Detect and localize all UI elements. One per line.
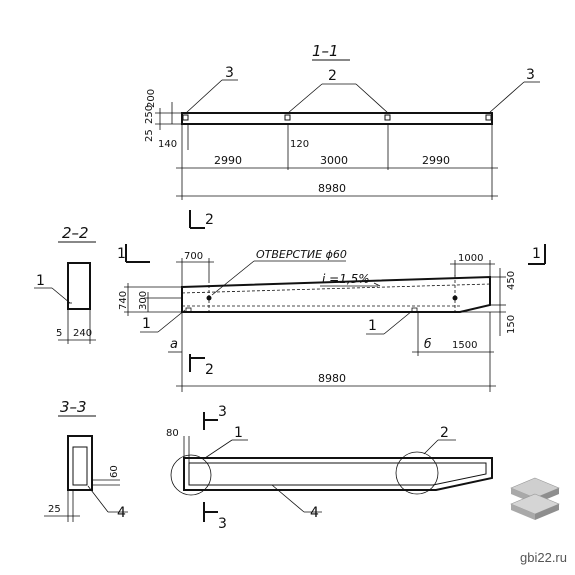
plan-view: 3 3 80 1 2 4 — [166, 404, 493, 532]
leader-4-plan — [271, 484, 305, 513]
dim-140: 140 — [158, 139, 177, 150]
leader-1-left — [157, 309, 186, 333]
section-3-3-outer — [67, 435, 93, 491]
section-2-2-profile — [67, 262, 91, 310]
dim-60: 60 — [109, 465, 120, 478]
dim-740: 740 — [118, 291, 129, 310]
dim-8980-top: 8980 — [318, 182, 346, 195]
callout-2: 2 — [328, 68, 337, 84]
section-3-3: 3–3 60 25 4 — [44, 398, 128, 522]
cut-3-top: 3 — [218, 404, 227, 420]
detail-circle-1 — [170, 454, 212, 496]
dim-240: 240 — [73, 328, 92, 339]
hole-label: ОТВЕРСТИЕ ϕ60 — [256, 248, 347, 261]
section-1-1-title: 1–1 — [312, 42, 339, 60]
cut-2-bottom: 2 — [205, 362, 214, 378]
callout-3-right: 3 — [526, 67, 535, 83]
dim-2990-left: 2990 — [214, 154, 242, 167]
dim-5: 5 — [56, 328, 62, 339]
dim-300: 300 — [138, 291, 149, 310]
section-3-3-title: 3–3 — [60, 398, 87, 416]
section-2-2: 2–2 1 5 240 — [34, 224, 96, 344]
callout-4-plan: 4 — [310, 505, 319, 521]
dim-450: 450 — [506, 271, 517, 290]
leader-2-plan — [423, 439, 439, 455]
callout-1-right: 1 — [368, 318, 377, 334]
leader-3-right — [488, 81, 525, 114]
callout-1-sec22: 1 — [36, 273, 45, 289]
main-elevation: 1 1 2 2 ОТВЕРСТИЕ ϕ60 i =1,5% — [117, 210, 546, 392]
dim-1000: 1000 — [458, 253, 483, 264]
cut-1-right: 1 — [532, 246, 541, 262]
detail-circle-2 — [395, 451, 439, 495]
dim-700: 700 — [184, 251, 203, 262]
dim-80: 80 — [166, 428, 179, 439]
beam-plan-outer — [183, 457, 493, 491]
cut-1-left: 1 — [117, 246, 126, 262]
beam-side-view — [181, 275, 491, 313]
leader-4-sec33 — [87, 485, 109, 513]
section-1-1: 1–1 3 2 3 250 200 25 140 120 — [144, 42, 540, 200]
dim-120: 120 — [290, 139, 309, 150]
plate-2-b — [384, 114, 391, 121]
callout-1-plan: 1 — [234, 425, 243, 441]
dim-2990-right: 2990 — [422, 154, 450, 167]
callout-3-left: 3 — [225, 65, 234, 81]
logo-cube-icon — [510, 477, 560, 520]
dim-150: 150 — [506, 315, 517, 334]
beam-elevation — [181, 112, 493, 125]
leader-hole — [211, 260, 255, 296]
cut-2-top: 2 — [205, 212, 214, 228]
dim-25: 25 — [144, 129, 155, 142]
dim-250: 250 — [144, 105, 155, 124]
plate-3-right — [485, 114, 492, 121]
dim-1500: 1500 — [452, 340, 477, 351]
mark-a: а — [170, 337, 178, 352]
dim-8980-main: 8980 — [318, 372, 346, 385]
cut-3-bottom: 3 — [218, 516, 227, 532]
leader-1-sec22 — [51, 287, 71, 304]
plate-3-left — [182, 114, 189, 121]
mark-b: б — [424, 337, 432, 351]
watermark-text[interactable]: gbi22.ru — [520, 550, 567, 565]
section-3-3-inner — [72, 446, 88, 486]
leader-2-b — [355, 83, 389, 114]
dim-3000: 3000 — [320, 154, 348, 167]
leader-2-a — [287, 83, 323, 114]
slope-label: i =1,5% — [322, 272, 370, 286]
callout-4-sec33: 4 — [117, 505, 126, 521]
leader-3-left — [185, 79, 223, 114]
dim-25-sec33: 25 — [48, 504, 61, 515]
leader-1-plan — [204, 439, 233, 459]
callout-2-plan: 2 — [440, 425, 449, 441]
leader-1-right — [383, 310, 413, 335]
plate-2-a — [284, 114, 291, 121]
section-2-2-title: 2–2 — [62, 224, 89, 242]
beam-plan-inner — [188, 462, 487, 486]
dim-200: 200 — [146, 89, 157, 108]
callout-1-left: 1 — [142, 316, 151, 332]
